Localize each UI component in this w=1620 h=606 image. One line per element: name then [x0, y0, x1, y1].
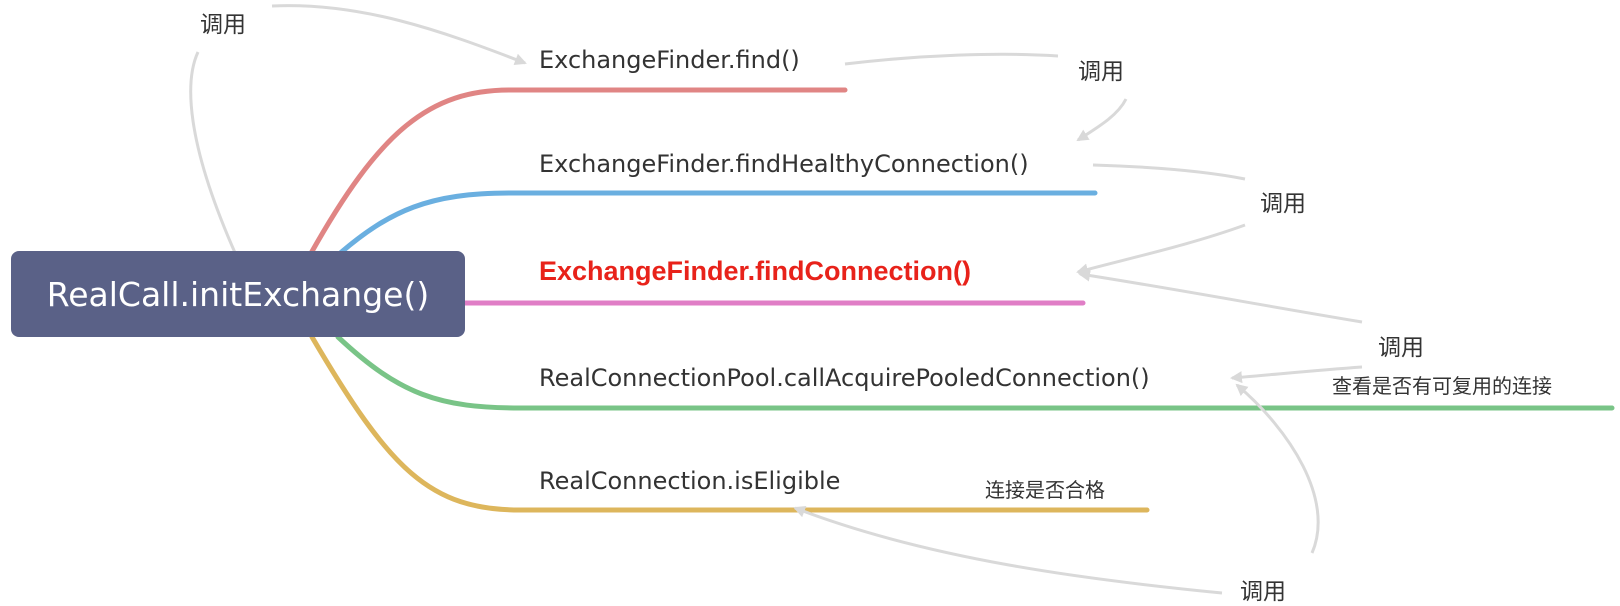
call-arrow-2b — [1076, 98, 1128, 142]
branch-label-is-eligible[interactable]: RealConnection.isEligible — [539, 467, 841, 495]
note-eligible-check: 连接是否合格 — [985, 478, 1105, 502]
call-label: 调用 — [1260, 191, 1306, 217]
call-label: 调用 — [1078, 59, 1124, 85]
branch-label-call-acquire[interactable]: RealConnectionPool.callAcquirePooledConn… — [539, 364, 1150, 392]
call-arrow-5b — [793, 505, 1223, 595]
branch-connector-find — [307, 87, 848, 258]
call-arrow-1b — [271, 4, 527, 65]
note-reuse-check: 查看是否有可复用的连接 — [1332, 374, 1552, 398]
root-node-label: RealCall.initExchange() — [46, 274, 430, 314]
call-arrow-4b — [1230, 365, 1363, 384]
call-arrow-3 — [1092, 163, 1246, 181]
call-label: 调用 — [200, 12, 246, 38]
call-label: 调用 — [1240, 579, 1286, 605]
branch-connector-call-acquire — [335, 334, 1615, 411]
branch-connector-is-eligible — [309, 334, 1150, 513]
call-label: 调用 — [1378, 335, 1424, 361]
branch-label-find-connection[interactable]: ExchangeFinder.findConnection() — [539, 256, 972, 286]
branch-label-find-healthy[interactable]: ExchangeFinder.findHealthyConnection() — [539, 150, 1029, 178]
call-arrow-4 — [1078, 269, 1363, 324]
call-arrow-1 — [189, 51, 238, 256]
call-arrow-2 — [844, 52, 1059, 66]
call-arrow-5 — [1235, 383, 1320, 554]
root-node[interactable]: RealCall.initExchange() — [11, 251, 465, 337]
call-arrow-3b — [1076, 223, 1246, 276]
branch-label-find[interactable]: ExchangeFinder.find() — [539, 46, 800, 74]
branch-connector-find-healthy — [335, 190, 1098, 258]
